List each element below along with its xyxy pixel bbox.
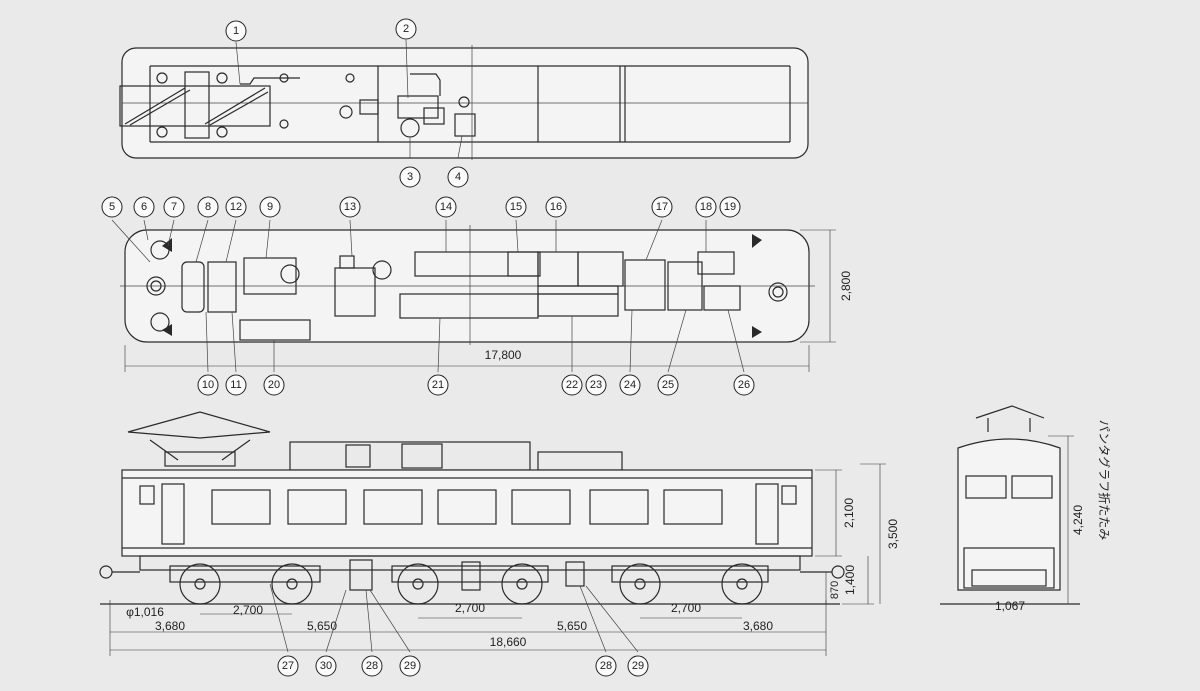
callout-23: 23 bbox=[585, 374, 607, 396]
end-right-label: 3,680 bbox=[743, 619, 773, 633]
overall-height-label: 3,500 bbox=[886, 519, 900, 549]
svg-text:21: 21 bbox=[432, 379, 444, 391]
callout-16: 16 bbox=[545, 196, 567, 218]
floor-height-label: 1,400 bbox=[843, 565, 857, 595]
svg-text:18: 18 bbox=[700, 201, 712, 213]
svg-text:12: 12 bbox=[230, 201, 242, 213]
overall-length-label: 18,660 bbox=[490, 635, 527, 649]
svg-text:9: 9 bbox=[267, 201, 273, 213]
callout-30: 30 bbox=[315, 655, 337, 677]
callout-6: 6 bbox=[133, 196, 155, 218]
svg-text:15: 15 bbox=[510, 201, 522, 213]
svg-text:29: 29 bbox=[404, 660, 416, 672]
svg-text:28: 28 bbox=[366, 660, 378, 672]
callout-27: 27 bbox=[277, 655, 299, 677]
svg-text:4: 4 bbox=[455, 171, 461, 183]
callout-3: 3 bbox=[399, 166, 421, 188]
svg-text:1: 1 bbox=[233, 25, 239, 37]
callout-28-left: 28 bbox=[361, 655, 383, 677]
plan-length-label: 17,800 bbox=[485, 348, 522, 362]
wheelbase-left-label: 2,700 bbox=[233, 603, 263, 617]
track-gauge-label: 1,067 bbox=[995, 599, 1025, 613]
svg-text:28: 28 bbox=[600, 660, 612, 672]
callout-leaders bbox=[111, 39, 745, 653]
plan-dimensions: 17,800 2,800 bbox=[124, 229, 853, 372]
side-vertical-dimensions: 2,100 1,400 3,500 870 bbox=[815, 463, 900, 605]
svg-text:2: 2 bbox=[403, 23, 409, 35]
side-elevation-view bbox=[99, 411, 845, 605]
svg-text:10: 10 bbox=[202, 379, 214, 391]
callout-2: 2 bbox=[395, 18, 417, 40]
callout-14: 14 bbox=[435, 196, 457, 218]
end-height-label: 4,240 bbox=[1071, 505, 1085, 535]
end-left-label: 3,680 bbox=[155, 619, 185, 633]
svg-text:6: 6 bbox=[141, 201, 147, 213]
svg-text:11: 11 bbox=[230, 379, 241, 391]
callout-28-right: 28 bbox=[595, 655, 617, 677]
callout-19: 19 bbox=[719, 196, 741, 218]
callout-25: 25 bbox=[657, 374, 679, 396]
callout-12: 12 bbox=[225, 196, 247, 218]
svg-text:19: 19 bbox=[724, 201, 736, 213]
svg-text:25: 25 bbox=[662, 379, 674, 391]
svg-text:13: 13 bbox=[344, 201, 356, 213]
svg-text:29: 29 bbox=[632, 660, 644, 672]
wheel-diameter-label: φ1,016 bbox=[126, 605, 164, 619]
svg-text:30: 30 bbox=[320, 660, 332, 672]
side-horizontal-dimensions: 2,700 φ1,016 2,700 2,700 3,680 5,650 5,6… bbox=[109, 600, 827, 656]
pantograph-folded-note: パンタグラフ折たたみ bbox=[1097, 420, 1112, 541]
svg-text:16: 16 bbox=[550, 201, 562, 213]
callout-8: 8 bbox=[197, 196, 219, 218]
floor-plan-view bbox=[120, 225, 815, 345]
end-view: 1,067 4,240 パンタグラフ折たたみ bbox=[940, 405, 1112, 613]
svg-text:22: 22 bbox=[566, 379, 578, 391]
callout-15: 15 bbox=[505, 196, 527, 218]
callout-29-right: 29 bbox=[627, 655, 649, 677]
callout-7: 7 bbox=[163, 196, 185, 218]
callout-29-left: 29 bbox=[399, 655, 421, 677]
svg-text:14: 14 bbox=[440, 201, 452, 213]
callout-21: 21 bbox=[427, 374, 449, 396]
svg-text:24: 24 bbox=[624, 379, 636, 391]
wheelbase-right-label: 2,700 bbox=[671, 601, 701, 615]
callout-10: 10 bbox=[197, 374, 219, 396]
roof-plan-view bbox=[119, 45, 809, 160]
plan-width-label: 2,800 bbox=[839, 271, 853, 301]
callout-1: 1 bbox=[225, 20, 247, 42]
coupler-height-label: 870 bbox=[829, 581, 841, 599]
louver-row bbox=[211, 489, 723, 525]
svg-text:17: 17 bbox=[656, 201, 668, 213]
svg-text:3: 3 bbox=[407, 171, 413, 183]
bogie-left-label: 5,650 bbox=[307, 619, 337, 633]
svg-text:23: 23 bbox=[590, 379, 602, 391]
svg-text:7: 7 bbox=[171, 201, 177, 213]
callout-22: 22 bbox=[561, 374, 583, 396]
callout-5: 5 bbox=[101, 196, 123, 218]
svg-text:8: 8 bbox=[205, 201, 211, 213]
callout-26: 26 bbox=[733, 374, 755, 396]
callout-20: 20 bbox=[263, 374, 285, 396]
bogie-right-label: 5,650 bbox=[557, 619, 587, 633]
wheelbase-middle-label: 2,700 bbox=[455, 601, 485, 615]
svg-text:5: 5 bbox=[109, 201, 115, 213]
callout-9: 9 bbox=[259, 196, 281, 218]
svg-text:26: 26 bbox=[738, 379, 750, 391]
callout-18: 18 bbox=[695, 196, 717, 218]
callout-17: 17 bbox=[651, 196, 673, 218]
svg-text:27: 27 bbox=[282, 660, 294, 672]
svg-text:20: 20 bbox=[268, 379, 280, 391]
callout-11: 11 bbox=[225, 374, 247, 396]
callout-13: 13 bbox=[339, 196, 361, 218]
callout-4: 4 bbox=[447, 166, 469, 188]
callout-24: 24 bbox=[619, 374, 641, 396]
body-height-label: 2,100 bbox=[842, 498, 856, 528]
